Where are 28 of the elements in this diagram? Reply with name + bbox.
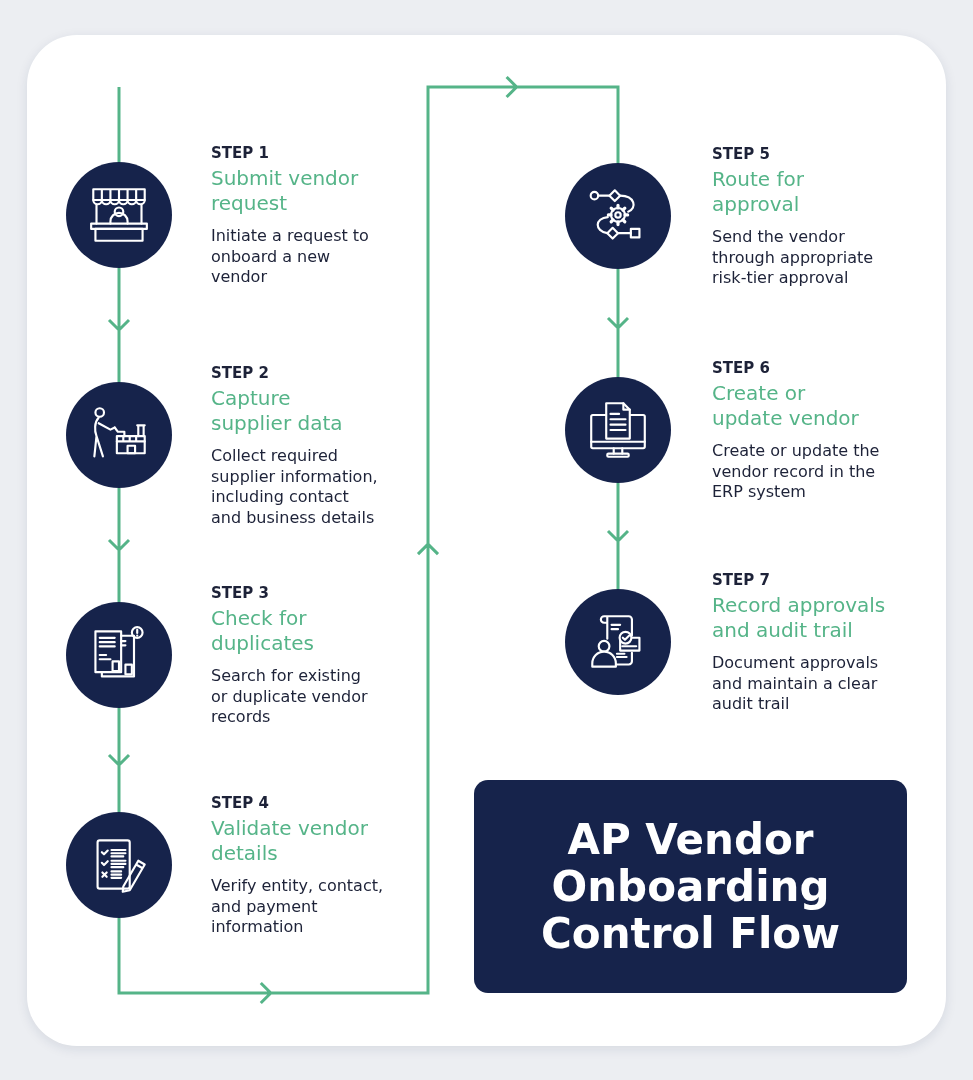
step-label: STEP 7 <box>712 571 770 589</box>
step-title: Create or update vendor <box>712 381 860 431</box>
step-title: Check for duplicates <box>211 606 315 656</box>
step-label: STEP 4 <box>211 794 269 812</box>
flow-arrow <box>107 486 131 604</box>
step-label: STEP 3 <box>211 584 269 602</box>
flow-arrow <box>606 267 630 379</box>
step-description: Collect required supplier information, including contact and business details <box>211 446 379 528</box>
step-label: STEP 5 <box>712 145 770 163</box>
step-title: Record approvals and audit trail <box>712 593 887 643</box>
flow-line <box>117 87 121 162</box>
flow-arrow <box>606 481 630 591</box>
flow-arrow <box>107 266 131 384</box>
step-label: STEP 1 <box>211 144 269 162</box>
step-title: Validate vendor details <box>211 816 369 866</box>
flow-arrow <box>107 706 131 814</box>
step-description: Initiate a request to onboard a new vendor <box>211 226 370 288</box>
step-description: Document approvals and maintain a clear audit trail <box>712 653 880 715</box>
step-description: Search for existing or duplicate vendor records <box>211 666 369 728</box>
step-title: Submit vendor request <box>211 166 360 216</box>
title-text: AP Vendor Onboarding Control Flow <box>540 816 841 957</box>
step-label: STEP 2 <box>211 364 269 382</box>
step-description: Send the vendor through appropriate risk-tier approval <box>712 227 875 289</box>
step-description: Create or update the vendor record in the ERP system <box>712 441 881 503</box>
step-title: Route for approval <box>712 167 805 217</box>
step-label: STEP 6 <box>712 359 770 377</box>
step-description: Verify entity, contact, and payment information <box>211 876 385 938</box>
step-title: Capture supplier data <box>211 386 344 436</box>
